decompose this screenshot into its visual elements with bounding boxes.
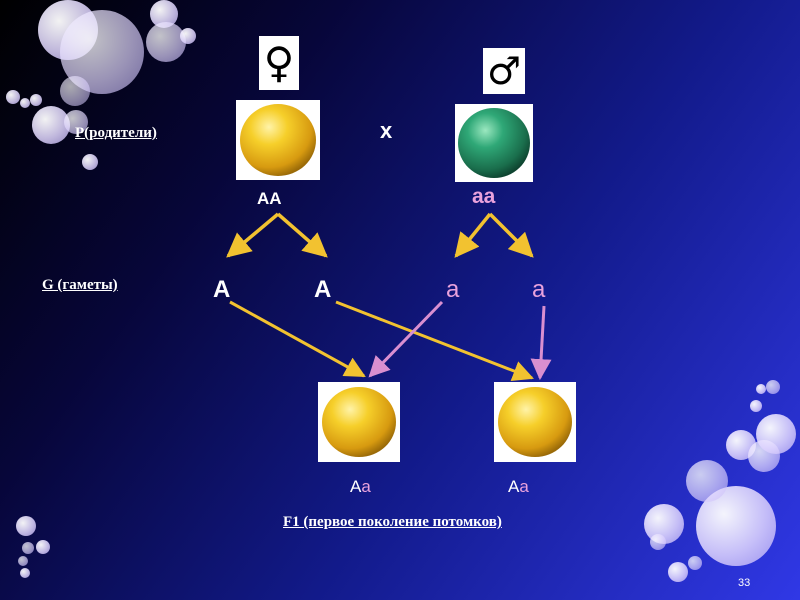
arrow-gamete-A1-to-offspring-1 [229,300,366,378]
arrow-male-to-gamete-2 [488,212,534,258]
male-icon: ♂ [486,49,522,93]
parent-male-frame [455,104,533,182]
parents-label: P(родители) [75,125,157,141]
male-symbol-box: ♂ [483,48,525,94]
yellow-ball-icon [322,387,396,457]
parent-female-frame [236,100,320,180]
arrow-male-to-gamete-1 [454,212,492,258]
parent-to-gamete-arrows [226,212,534,258]
offspring-1-recessive-allele: a [361,477,371,496]
gametes-label: G (гаметы) [42,277,118,293]
female-genotype: AA [257,189,282,208]
gamete-male-1: a [446,276,460,303]
arrow-female-to-gamete-1 [226,212,280,258]
arrow-gamete-a1-to-offspring-1 [368,300,444,378]
male-genotype: aa [472,185,496,208]
offspring-2-dominant-allele: A [508,477,520,496]
offspring-2-genotype: Aa [508,477,529,497]
arrow-gamete-A2-to-offspring-2 [335,300,534,381]
f1-label: F1 (первое поколение потомков) [283,514,502,530]
offspring-2-recessive-allele: a [519,477,529,496]
gamete-male-2: a [532,276,546,303]
offspring-1-frame [318,382,400,462]
arrow-gamete-a2-to-offspring-2 [530,305,552,381]
cross-sign: x [380,118,393,143]
yellow-ball-icon [498,387,572,457]
yellow-ball-icon [240,104,316,176]
gamete-to-offspring-arrows [229,300,552,381]
offspring-1-genotype: Aa [350,477,371,497]
arrow-female-to-gamete-2 [276,212,328,258]
female-symbol-box: ♀ [259,36,299,90]
female-icon: ♀ [263,38,295,87]
green-ball-icon [458,108,530,178]
offspring-1-dominant-allele: A [350,477,362,496]
offspring-2-frame [494,382,576,462]
page-number: 33 [738,577,751,589]
gamete-female-1: A [213,276,231,303]
gamete-female-2: A [314,276,332,303]
